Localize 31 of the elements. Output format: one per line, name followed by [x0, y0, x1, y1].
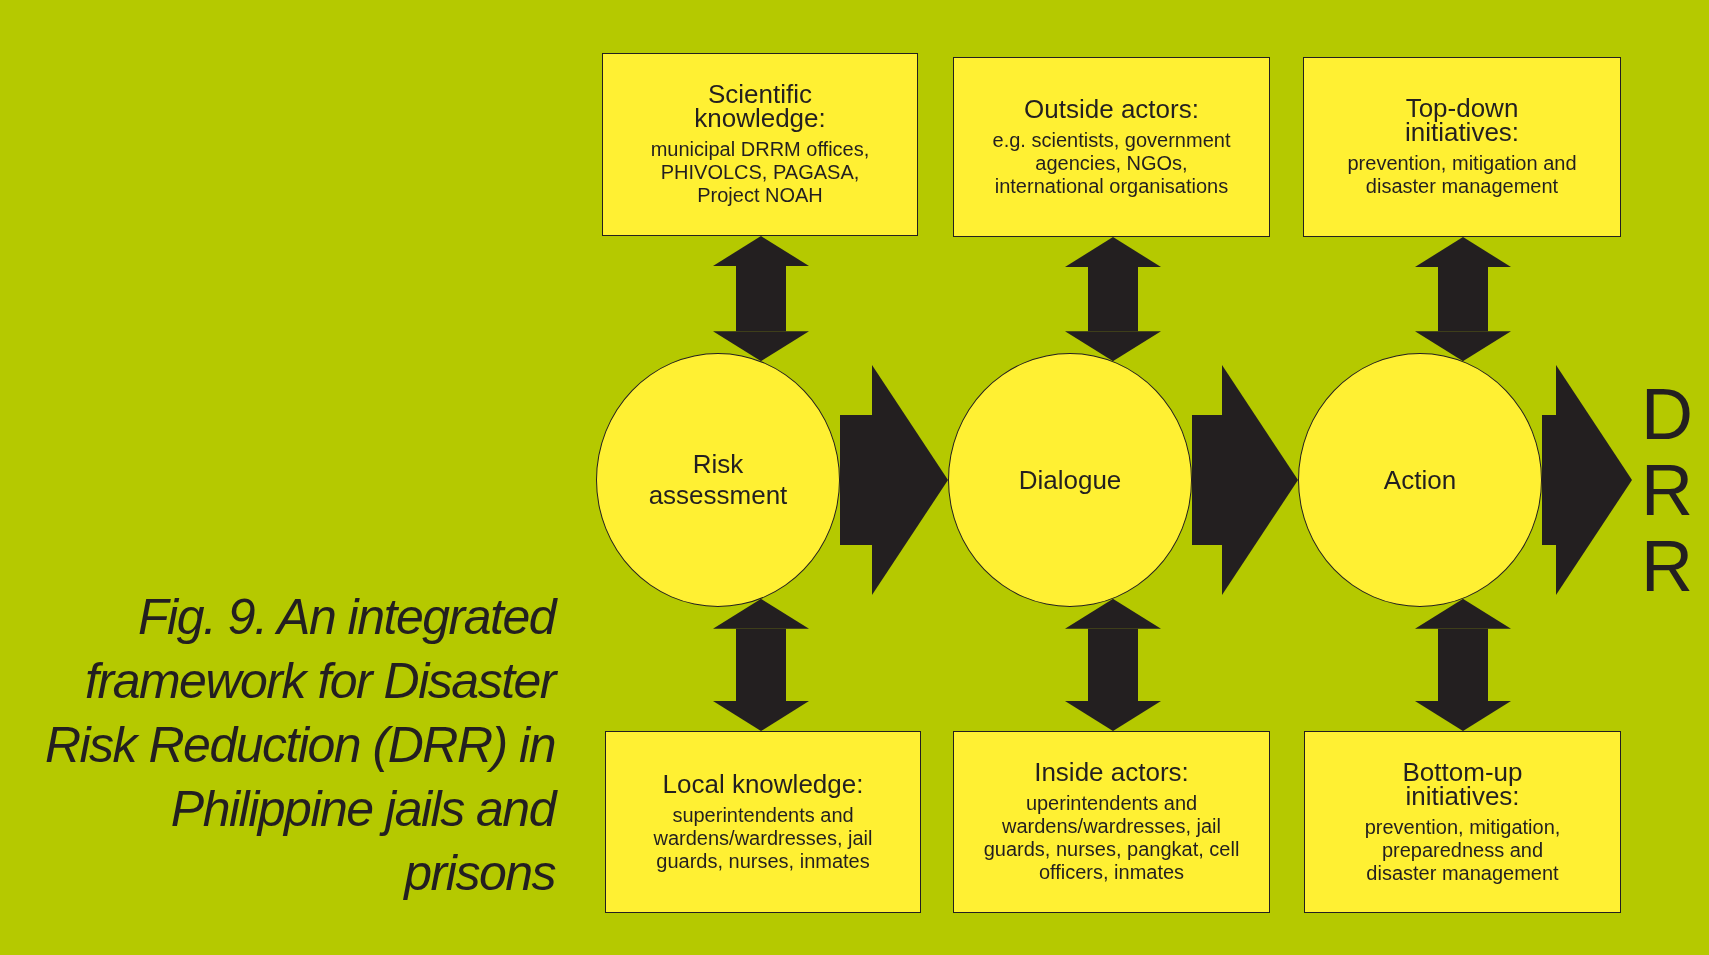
outcome-label: DRR	[1640, 376, 1694, 604]
info-box	[605, 731, 921, 913]
arrow	[1542, 365, 1632, 595]
box-text: uperintendents and wardens/wardresses, jail guards, nurses, pangkat, cell officers, inmates	[982, 792, 1241, 884]
double-arrow	[1415, 598, 1511, 731]
info-box	[953, 731, 1270, 913]
double-arrow	[713, 598, 809, 731]
info-box	[953, 57, 1270, 237]
box-text: prevention, mitigation, preparedness and disaster management	[1363, 815, 1562, 885]
stage-label: Action	[1383, 464, 1457, 496]
stage-label: Dialogue	[1018, 464, 1122, 496]
box-heading: Scientific knowledge:	[693, 82, 827, 130]
double-arrow	[1065, 237, 1161, 362]
box-heading: Top-down initiatives:	[1403, 96, 1521, 144]
box-heading: Bottom-up initiatives:	[1401, 759, 1524, 808]
double-arrow	[1415, 237, 1511, 362]
box-heading: Inside actors:	[1034, 760, 1189, 784]
box-heading: Local knowledge:	[662, 771, 864, 796]
info-box	[602, 53, 918, 236]
box-text: e.g. scientists, government agencies, NGOs, international organisations	[991, 128, 1232, 198]
box-heading: Outside actors:	[1024, 96, 1199, 121]
box-text: municipal DRRM offices, PHIVOLCS, PAGASA, Project NOAH	[649, 138, 871, 207]
info-box	[1303, 57, 1621, 237]
info-box	[1304, 731, 1621, 913]
arrow	[1192, 365, 1298, 595]
stage-label: Risk assessment	[647, 449, 789, 511]
box-text: superintendents and wardens/wardresses, jail guards, nurses, inmates	[653, 803, 873, 873]
double-arrow	[713, 236, 809, 362]
double-arrow	[1065, 598, 1161, 731]
arrow	[840, 365, 948, 595]
box-text: prevention, mitigation and disaster management	[1346, 152, 1578, 198]
